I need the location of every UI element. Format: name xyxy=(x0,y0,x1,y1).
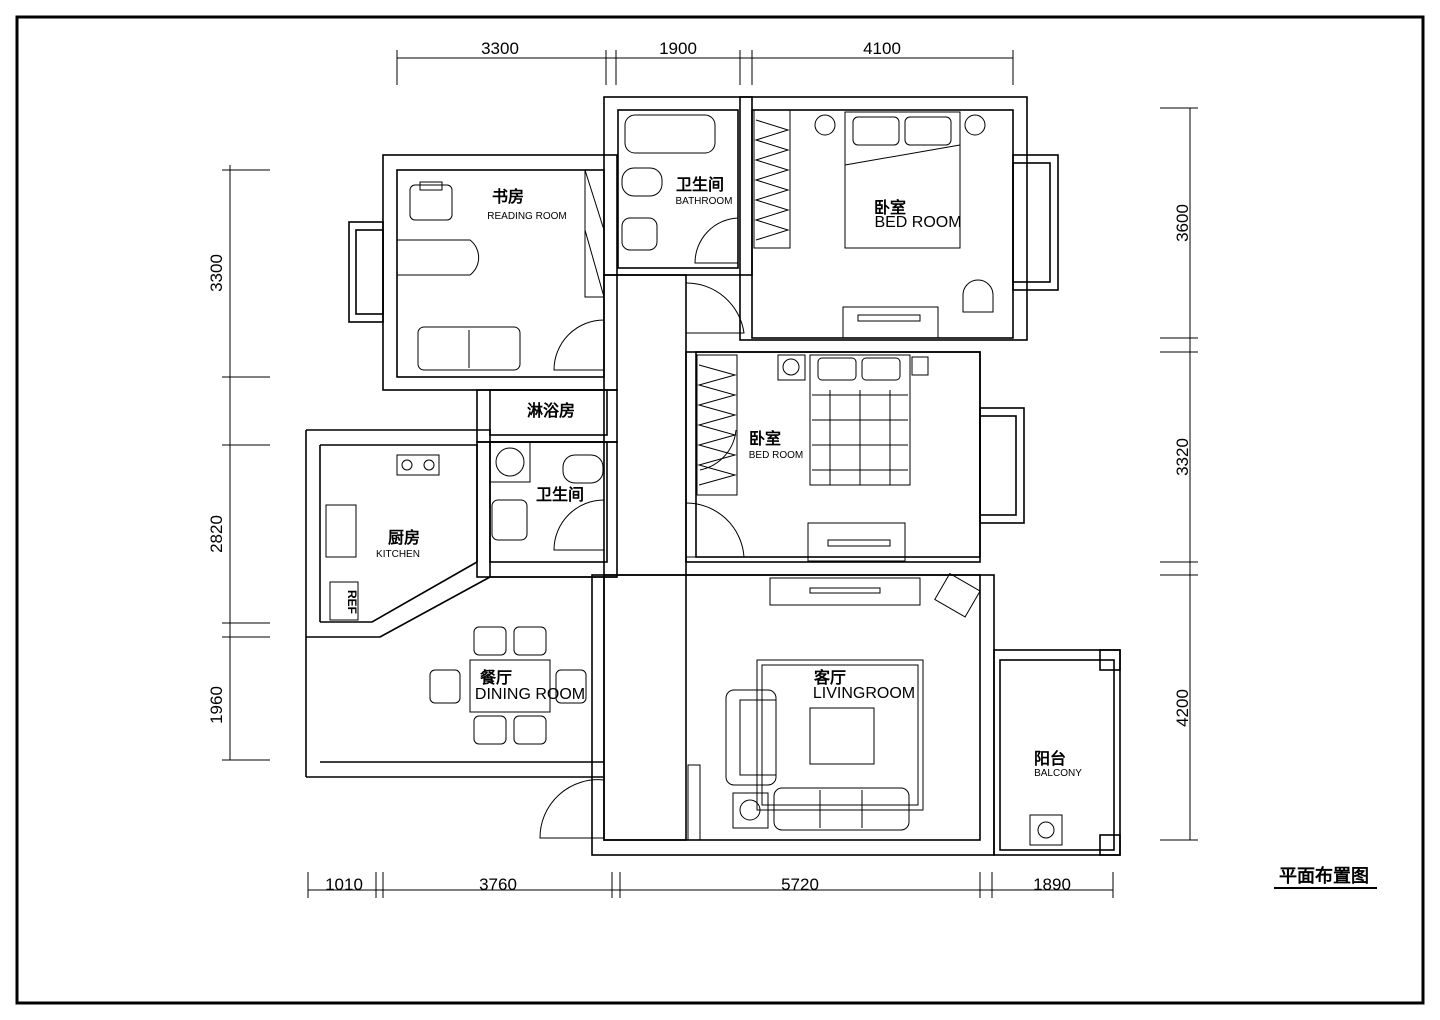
dim-bottom-3: 5720 xyxy=(781,875,819,894)
walls xyxy=(305,96,1121,856)
reading-room-label-cn: 书房 xyxy=(492,187,524,206)
dim-right-2: 3320 xyxy=(1173,438,1192,476)
doors xyxy=(539,217,745,839)
dim-bottom-4: 1890 xyxy=(1033,875,1071,894)
dim-right-3: 4200 xyxy=(1173,689,1192,727)
drawing-frame xyxy=(15,15,1425,1005)
refrigerator-label: REF xyxy=(345,590,359,614)
bedroom2-label-cn: 卧室 xyxy=(749,429,781,448)
bathroom-label-en: BATHROOM xyxy=(675,196,732,207)
dim-bottom-1: 1010 xyxy=(325,875,363,894)
bedroom2-label-en: BED ROOM xyxy=(749,450,803,461)
dim-left-2: 2820 xyxy=(207,515,226,553)
drawing-title: 平面布置图 xyxy=(1279,865,1369,887)
master-bedroom-label-en: BED ROOM xyxy=(874,214,961,231)
bathroom-label-cn: 卫生间 xyxy=(676,175,724,194)
dimension-lines xyxy=(222,50,1198,898)
dim-bottom-2: 3760 xyxy=(479,875,517,894)
dim-top-2: 1900 xyxy=(659,39,697,58)
living-room-label-cn: 客厅 xyxy=(814,668,846,687)
balcony-label-en: BALCONY xyxy=(1034,768,1082,779)
kitchen-label-cn: 厨房 xyxy=(388,528,420,547)
dim-left-3: 1960 xyxy=(207,686,226,724)
dining-room-label-cn: 餐厅 xyxy=(479,668,512,687)
dining-room-label-en: DINING ROOM xyxy=(475,686,585,703)
bathroom2-label: 卫生间 xyxy=(536,485,584,504)
furniture xyxy=(325,109,1063,846)
dim-top-3: 4100 xyxy=(863,39,901,58)
master-bedroom-label-cn: 卧室 xyxy=(874,198,906,217)
kitchen-label-en: KITCHEN xyxy=(376,549,420,560)
balcony-label-cn: 阳台 xyxy=(1034,749,1066,768)
dim-top-1: 3300 xyxy=(481,39,519,58)
dim-right-1: 3600 xyxy=(1173,204,1192,242)
reading-room-label-en: READING ROOM xyxy=(487,211,566,222)
dim-left-1: 3300 xyxy=(207,254,226,292)
shower-room-label: 淋浴房 xyxy=(527,401,575,420)
living-room-label-en: LIVINGROOM xyxy=(813,685,915,702)
